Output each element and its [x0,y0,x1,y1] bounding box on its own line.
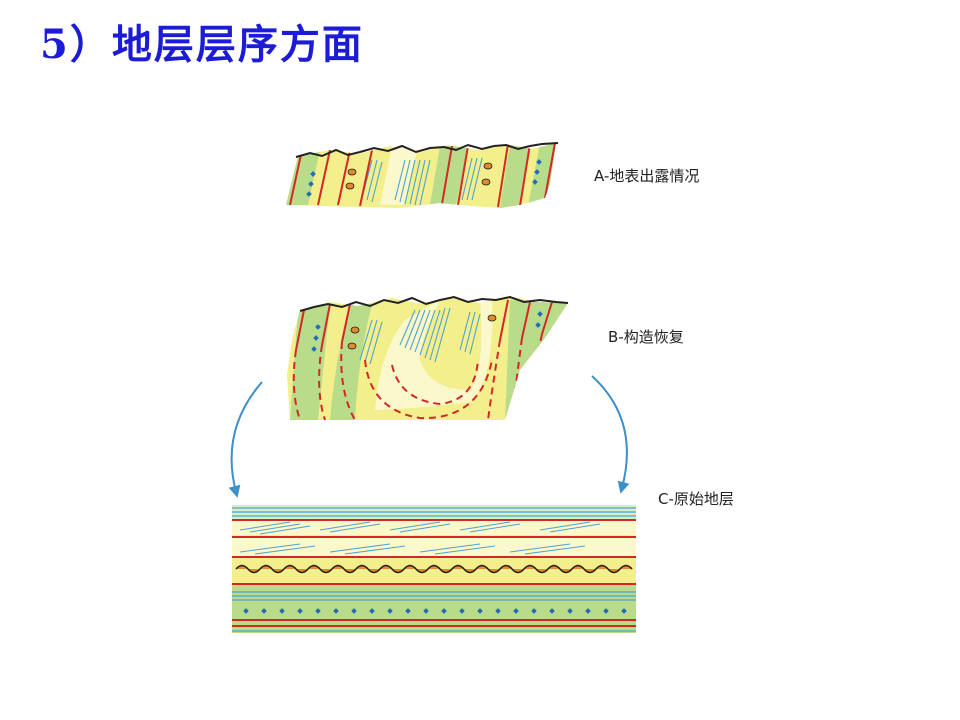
curved-arrow-icon [591,375,630,494]
caption-c: C-原始地层 [658,490,734,508]
topography-line [295,142,559,158]
panel-c-original-strata [232,505,636,633]
panel-a-surface-outcrop [286,142,559,208]
topography-line [299,295,569,312]
caption-b: B-构造恢复 [608,328,684,346]
panel-b-structural-restoration [287,295,569,420]
curved-arrow-icon [228,381,263,498]
caption-a: A-地表出露情况 [594,167,700,185]
slide-title: 5）地层层序方面 [40,21,364,68]
